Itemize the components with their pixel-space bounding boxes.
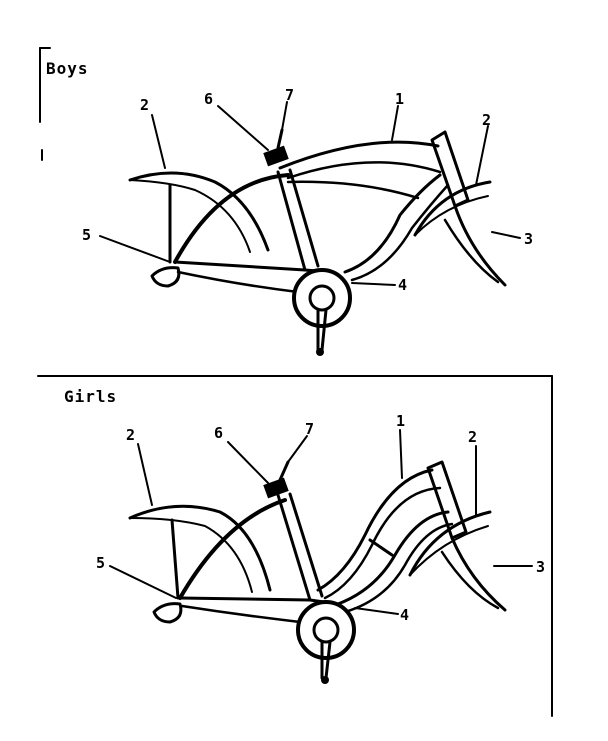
girls-title: Girls <box>64 387 117 406</box>
girls-tube-brace <box>368 538 394 557</box>
boys-fork-front <box>453 204 507 287</box>
girls-rear-dropout <box>152 602 183 624</box>
boys-callout-1: 1 <box>395 90 404 108</box>
boys-callout-6: 6 <box>204 90 213 108</box>
boys-front-fender-inner <box>414 195 489 236</box>
boys-rear-fender-top <box>128 171 270 252</box>
girls-seat-tube-right <box>288 492 324 598</box>
girls-crank-arm <box>320 640 332 680</box>
boys-rear-fender-inner <box>129 179 251 253</box>
boys-section: Boys <box>39 47 533 356</box>
girls-callout-5: 5 <box>96 554 105 572</box>
boys-seat-tube-left <box>276 170 307 272</box>
boys-crank-axle <box>308 284 336 312</box>
boys-seat-tube-right <box>288 168 320 268</box>
girls-section: Girls <box>64 387 545 684</box>
boys-chain-stay-upper <box>173 260 332 274</box>
boys-callout-2-front: 2 <box>482 111 491 129</box>
boys-callouts: 2 6 7 1 2 5 3 4 <box>82 86 533 294</box>
boys-frame <box>128 128 507 356</box>
boys-callout-3: 3 <box>524 230 533 248</box>
girls-front-fender-inner <box>409 525 489 576</box>
boys-seat-clamp <box>263 145 289 167</box>
boys-down-tube-inner <box>350 183 450 282</box>
boys-rear-dropout <box>150 266 181 288</box>
girls-frame <box>128 460 507 684</box>
boys-tank-curve <box>286 180 420 200</box>
girls-callout-4: 4 <box>400 606 409 624</box>
boys-down-tube-outer <box>343 173 442 274</box>
girls-fork-back <box>440 550 500 610</box>
boys-seat-stay <box>173 173 290 264</box>
boys-top-tube-lower <box>286 161 442 180</box>
boys-callout-5: 5 <box>82 226 91 244</box>
girls-callout-2-front: 2 <box>468 428 477 446</box>
boys-top-tube-upper <box>278 140 440 170</box>
boys-fork-back <box>443 218 500 284</box>
boys-callout-2-rear: 2 <box>140 96 149 114</box>
boys-callout-7: 7 <box>285 86 294 104</box>
girls-chain-stay-lower <box>180 604 302 624</box>
girls-pedal-end <box>321 676 329 684</box>
girls-rear-fender-inner <box>129 517 253 593</box>
boys-title: Boys <box>46 59 89 78</box>
girls-upper-tube-bottom <box>323 486 442 600</box>
girls-crank-axle <box>312 616 340 644</box>
girls-callout-1: 1 <box>396 412 405 430</box>
girls-rear-fender-top <box>128 504 272 592</box>
boys-leader-lines <box>99 101 521 286</box>
girls-upper-tube-top <box>316 468 434 592</box>
girls-callout-3: 3 <box>536 558 545 576</box>
boys-head-tube <box>430 130 470 208</box>
girls-fender-brace <box>170 518 180 600</box>
girls-seat-clamp <box>263 477 289 499</box>
girls-seat-post <box>278 460 290 482</box>
girls-leader-lines <box>109 429 533 615</box>
girls-seat-stay <box>178 498 287 600</box>
girls-fork-front <box>450 536 507 612</box>
girls-head-tube <box>426 460 468 540</box>
girls-seat-tube-left <box>276 493 312 602</box>
boys-callout-4: 4 <box>398 276 407 294</box>
boys-seat-post <box>276 128 284 150</box>
girls-front-fender-outer <box>408 510 492 577</box>
boys-pedal-end <box>316 348 324 356</box>
girls-callout-7: 7 <box>305 420 314 438</box>
girls-lower-tube-bottom <box>343 522 454 614</box>
girls-callout-2-rear: 2 <box>126 426 135 444</box>
boys-crank-arm <box>316 308 328 352</box>
girls-callout-6: 6 <box>214 424 223 442</box>
boys-front-fender-outer <box>413 180 492 237</box>
girls-callouts: 2 6 7 1 2 5 3 4 <box>96 412 545 624</box>
boys-chain-stay-lower <box>176 270 300 294</box>
girls-lower-tube-top <box>336 510 450 606</box>
